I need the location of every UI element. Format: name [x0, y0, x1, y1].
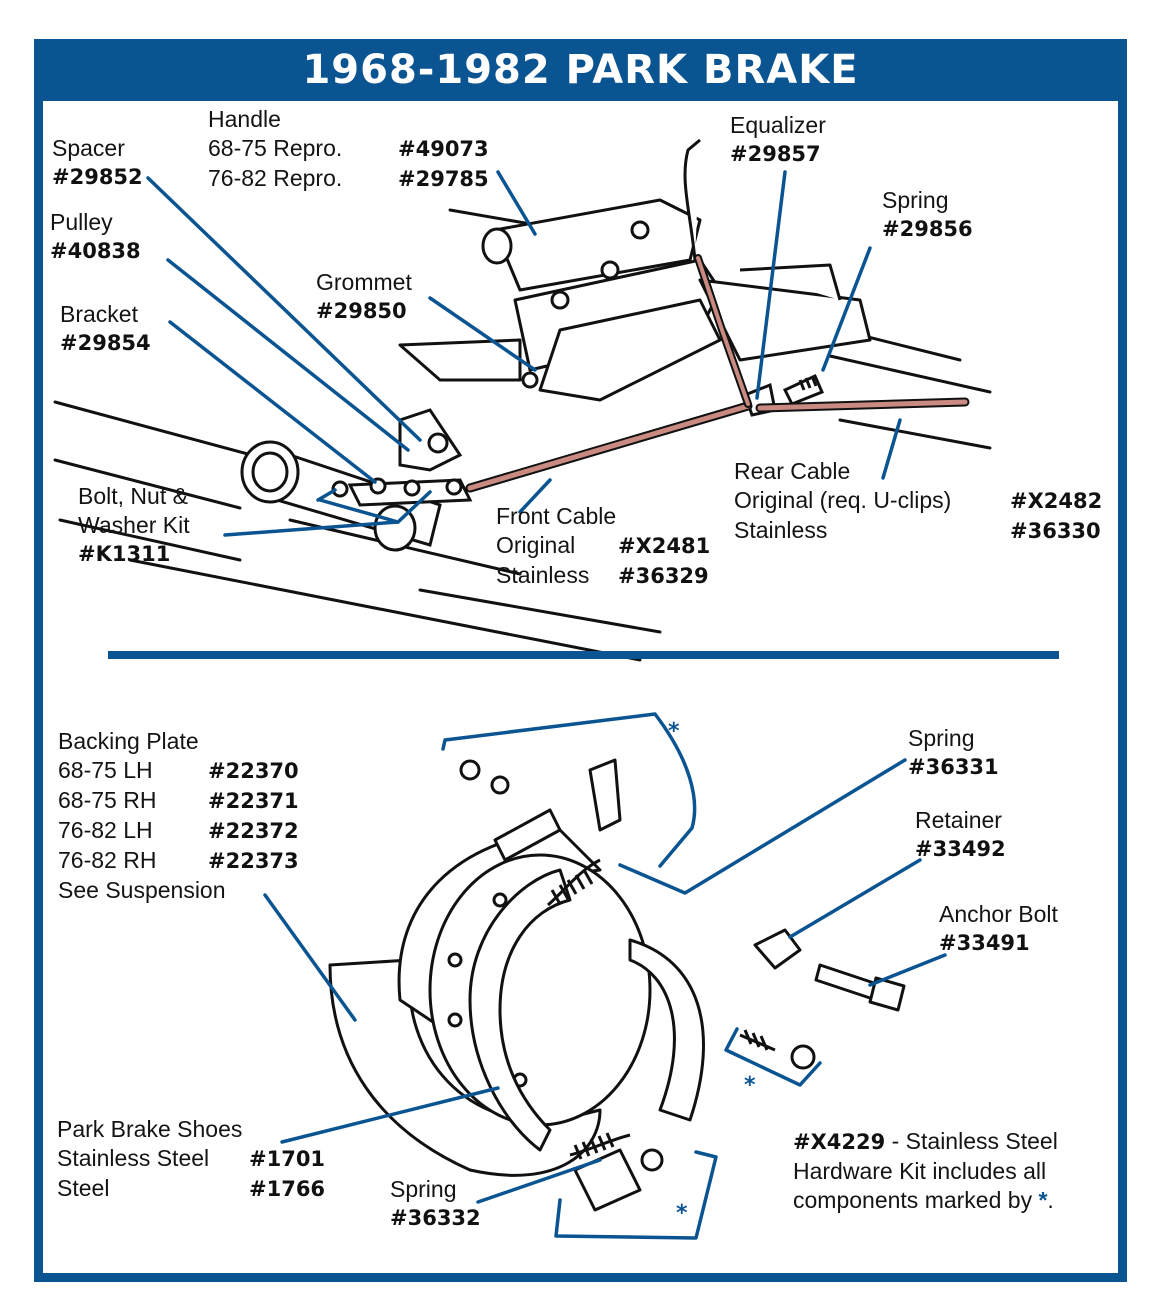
- kit-asterisk-top: *: [668, 719, 680, 744]
- pulley-bracket-drawing: [331, 408, 473, 507]
- kit-asterisk-bottom: *: [676, 1201, 688, 1226]
- hardware-kit-note: #X4229 - Stainless Steel Hardware Kit in…: [793, 1128, 1058, 1213]
- bolt-kit-label: Bolt, Nut & Washer Kit #K1311: [78, 483, 190, 566]
- equalizer-label: Equalizer #29857: [730, 112, 826, 166]
- handle-label: Handle 68-75 Repro.#49073 76-82 Repro.#2…: [208, 105, 489, 194]
- cables-drawing: [465, 254, 970, 493]
- rear-cable-label: Rear Cable Original (req. U-clips)#X2482…: [734, 458, 1103, 543]
- kit-asterisk-right: *: [744, 1073, 756, 1098]
- spring-29856-label: Spring #29856: [882, 187, 973, 241]
- kit-note-asterisk: *: [1038, 1187, 1048, 1213]
- spring-36332-label: Spring #36332: [390, 1176, 481, 1230]
- backing-plate-label: Backing Plate 68-75 LH#22370 68-75 RH#22…: [58, 728, 299, 903]
- spacer-label: Spacer #29852: [52, 135, 143, 189]
- anchor-bolt-label: Anchor Bolt #33491: [939, 901, 1058, 955]
- handle-row-1: 68-75 Repro.#49073: [208, 135, 489, 161]
- section-divider: [108, 651, 1059, 659]
- park-brake-shoes-label: Park Brake Shoes Stainless Steel#1701 St…: [57, 1116, 326, 1201]
- top-leader-lines: [146, 170, 902, 537]
- handle-assembly-drawing: [398, 138, 872, 402]
- grommet-label: Grommet #29850: [316, 269, 412, 323]
- asterisk-markers: * * *: [668, 719, 756, 1226]
- retainer-label: Retainer #33492: [915, 807, 1006, 861]
- front-cable-label: Front Cable Original#X2481 Stainless#363…: [496, 503, 711, 588]
- bottom-leader-lines: [263, 712, 947, 1240]
- brake-assembly-drawing: [328, 758, 906, 1212]
- spring-36331-label: Spring #36331: [908, 725, 999, 779]
- bracket-label: Bracket #29854: [60, 301, 151, 355]
- handle-row-2: 76-82 Repro.#29785: [208, 165, 489, 191]
- page-title: 1968-1982 PARK BRAKE: [34, 39, 1127, 101]
- pulley-label: Pulley #40838: [50, 209, 141, 263]
